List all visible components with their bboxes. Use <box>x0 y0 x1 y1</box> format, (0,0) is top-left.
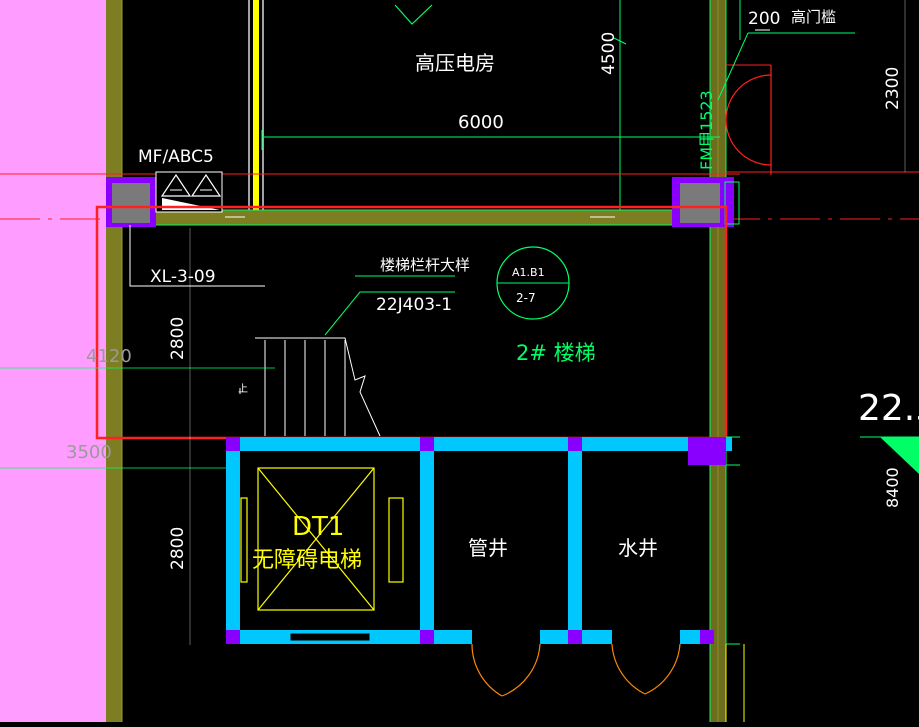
extinguisher-icon <box>155 171 223 213</box>
pipe-shaft-label: 管井 <box>468 536 508 560</box>
pink-zone <box>0 0 106 722</box>
detail-top-ref: A1.B1 <box>512 266 545 279</box>
dim-4120: 4120 <box>86 346 132 367</box>
lintel-label: XL-3-09 <box>150 267 216 287</box>
elevation-marker <box>880 437 919 474</box>
fire-door-label: FM甲1523 <box>697 90 716 170</box>
section-highlight <box>95 205 728 440</box>
dim-6000: 6000 <box>458 112 504 133</box>
elevator-code: DT1 <box>292 512 344 542</box>
dim-8400: 8400 <box>883 467 902 508</box>
door-sill-label: 高门槛 <box>791 8 836 26</box>
dim-2300: 2300 <box>883 67 903 110</box>
stair-railing <box>239 337 381 437</box>
step-mark: 上 <box>238 383 248 395</box>
stair-top-wall <box>155 210 680 225</box>
elevator-car <box>240 467 404 611</box>
detail-callout <box>496 246 570 320</box>
hv-room-label: 高压电房 <box>415 51 495 75</box>
column-nodes <box>226 437 726 644</box>
elevation-value: 22.5 <box>858 388 919 429</box>
railing-ref: 22J403-1 <box>376 295 452 315</box>
dim-4500: 4500 <box>599 32 619 75</box>
door-dim-200: 200 <box>748 9 780 29</box>
stair-label: 2# 楼梯 <box>516 341 596 365</box>
elevator-name: 无障碍电梯 <box>252 548 362 573</box>
dim-3500: 3500 <box>66 442 112 463</box>
water-shaft-label: 水井 <box>618 536 658 560</box>
extinguisher-label: MF/ABC5 <box>138 147 214 167</box>
dim-2800-lower: 2800 <box>168 527 188 570</box>
shaft-doors <box>471 643 681 697</box>
railing-title: 楼梯栏杆大样 <box>380 256 470 274</box>
dim-2800-upper: 2800 <box>168 317 188 360</box>
shaft-walls <box>226 437 732 644</box>
detail-bottom-ref: 2-7 <box>516 291 536 305</box>
